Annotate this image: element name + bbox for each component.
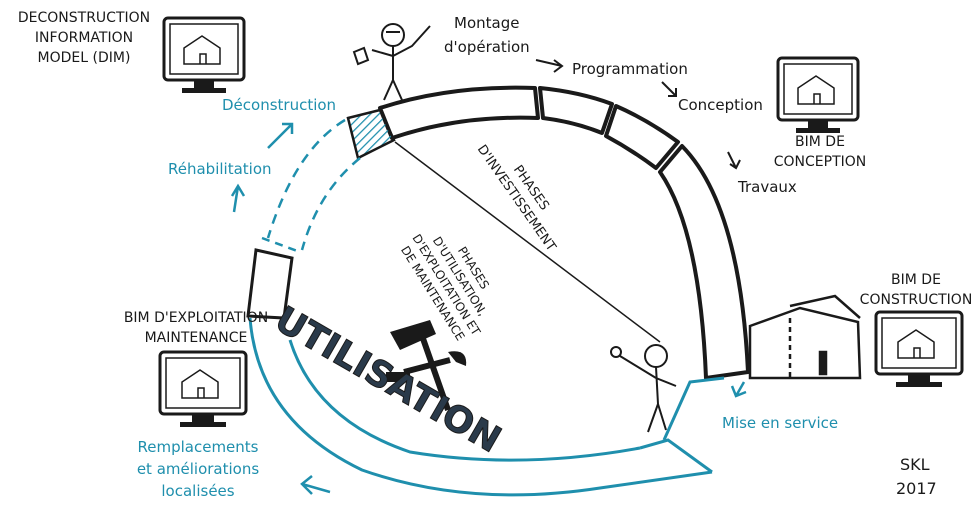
bim-conception-label-2: CONCEPTION (774, 154, 867, 170)
dim-label-3: MODEL (DIM) (38, 50, 131, 66)
arc-segment-conception (604, 104, 680, 170)
rehabilitation-label: Réhabilitation (168, 160, 272, 178)
bim-conception-label: BIM DE (795, 134, 845, 150)
house-icon (181, 369, 219, 399)
remplacements-label-3: localisées (161, 482, 234, 500)
arc-segment-programmation (538, 86, 614, 135)
hatched-block (346, 108, 396, 160)
remplacements-label-2: et améliorations (137, 460, 260, 478)
blue-arrows (230, 122, 747, 495)
monitor-icon (776, 56, 860, 133)
signature-year: 2017 (896, 479, 937, 498)
montage-label-2: d'opération (444, 38, 530, 56)
divider-line (394, 141, 661, 343)
house-icon (797, 75, 835, 105)
person-icon (352, 23, 431, 101)
house-icon (183, 35, 221, 65)
arc-segment-montage (378, 85, 540, 140)
programmation-label: Programmation (572, 60, 688, 78)
montage-label: Montage (454, 14, 519, 32)
arrows (535, 59, 741, 170)
conception-label: Conception (678, 96, 763, 114)
phases-investissement-label: PHASES D'INVESTISSEMENT (474, 142, 559, 254)
wrench-icon (386, 351, 467, 382)
monitor-icon (162, 16, 246, 93)
travaux-label: Travaux (737, 178, 797, 196)
mise-en-service-label: Mise en service (722, 414, 838, 432)
bim-exploitation-label-2: MAINTENANCE (145, 330, 248, 346)
investment-arc (378, 85, 750, 380)
monitor-icon (158, 350, 248, 427)
monitor-icon (874, 310, 964, 387)
remplacements-label: Remplacements (138, 438, 259, 456)
person-icon (610, 344, 677, 433)
utilisation-loop (248, 317, 725, 497)
exploitation-block (246, 248, 294, 320)
dim-label-2: INFORMATION (35, 30, 133, 46)
hammer-icon (390, 320, 451, 411)
renovation-arc (261, 118, 361, 254)
deconstruction-label: Déconstruction (222, 96, 336, 114)
bim-construction-label: BIM DE (891, 272, 941, 288)
house-icon (897, 329, 935, 359)
bim-exploitation-label: BIM D'EXPLOITATION (124, 310, 268, 326)
dim-label: DECONSTRUCTION (18, 10, 150, 26)
house-sketch (748, 294, 862, 380)
signature: SKL (900, 455, 930, 474)
bim-construction-label-2: CONSTRUCTION (860, 292, 973, 308)
arc-segment-travaux (658, 144, 750, 380)
